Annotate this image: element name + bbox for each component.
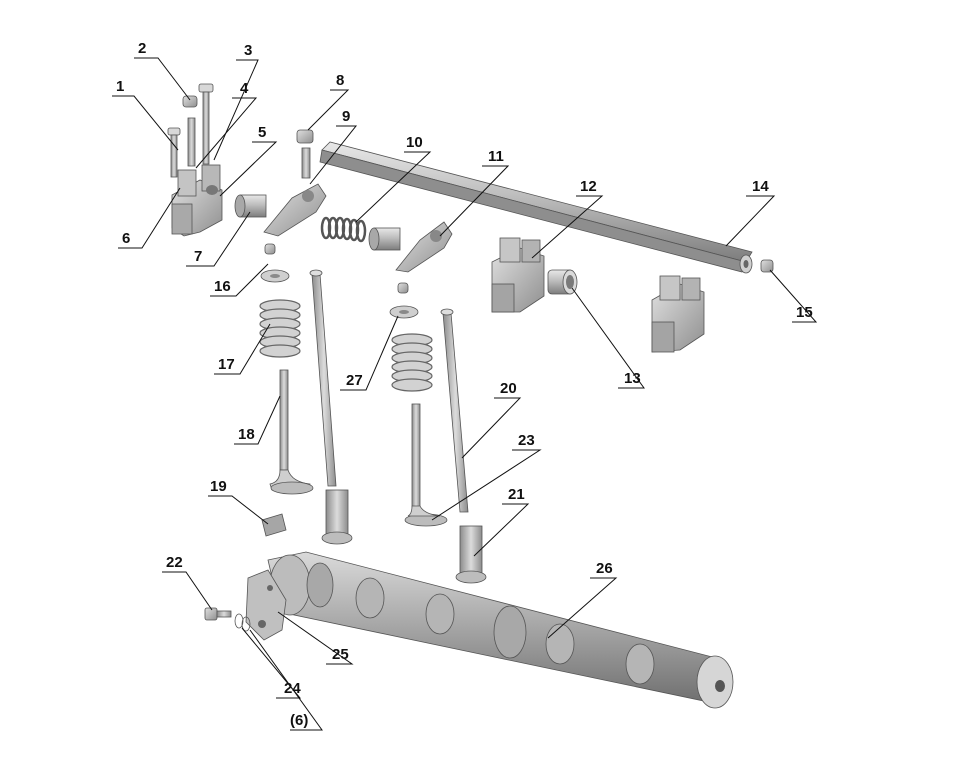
spring-10 bbox=[320, 216, 367, 243]
tappet-left bbox=[321, 489, 353, 545]
rocker-support-right bbox=[651, 275, 705, 353]
callout-15: 15 bbox=[796, 304, 813, 321]
valve-23 bbox=[404, 403, 448, 527]
callout-18: 18 bbox=[238, 426, 255, 443]
callout-14: 14 bbox=[752, 178, 769, 195]
callout-6b: (6) bbox=[290, 712, 308, 729]
bushing-7 bbox=[234, 194, 267, 218]
valve-spring-right bbox=[391, 333, 433, 392]
callout-27: 27 bbox=[346, 372, 363, 389]
camshaft bbox=[267, 551, 734, 709]
callout-8: 8 bbox=[336, 72, 344, 89]
shaft-plug bbox=[760, 259, 774, 273]
rocker-support-left bbox=[171, 164, 223, 237]
callout-23: 23 bbox=[518, 432, 535, 449]
callout-25: 25 bbox=[332, 646, 349, 663]
callout-26: 26 bbox=[596, 560, 613, 577]
bushing-13 bbox=[547, 269, 578, 295]
callout-19: 19 bbox=[210, 478, 227, 495]
adjuster-nut-8 bbox=[296, 129, 314, 144]
nut-2 bbox=[182, 95, 198, 108]
callout-16: 16 bbox=[214, 278, 231, 295]
callout-10: 10 bbox=[406, 134, 423, 151]
bolt-1 bbox=[167, 127, 181, 178]
valve-18 bbox=[269, 369, 314, 495]
callout-21: 21 bbox=[508, 486, 525, 503]
adjuster-screw-9 bbox=[301, 147, 311, 179]
rocker-arm-left bbox=[263, 183, 327, 237]
thrust-plate-25 bbox=[245, 569, 287, 641]
callout-6: 6 bbox=[122, 230, 130, 247]
valve-spring-17 bbox=[259, 299, 301, 358]
retainer-27 bbox=[389, 305, 419, 319]
rocker-support-12 bbox=[491, 237, 545, 313]
callout-12: 12 bbox=[580, 178, 597, 195]
valve-cotter-27 bbox=[397, 282, 409, 294]
rocker-arm-right bbox=[395, 221, 453, 273]
callout-22: 22 bbox=[166, 554, 183, 571]
rocker-shaft bbox=[319, 141, 753, 274]
bolt-3 bbox=[198, 83, 214, 165]
callout-1: 1 bbox=[116, 78, 124, 95]
callout-20: 20 bbox=[500, 380, 517, 397]
callout-2: 2 bbox=[138, 40, 146, 57]
key-19 bbox=[261, 513, 287, 537]
callout-13: 13 bbox=[624, 370, 641, 387]
washer-24 bbox=[234, 613, 251, 632]
retainer-16 bbox=[260, 269, 290, 283]
callout-9: 9 bbox=[342, 108, 350, 125]
dowel-4 bbox=[187, 117, 196, 167]
pushrod-20 bbox=[440, 308, 469, 513]
callout-17: 17 bbox=[218, 356, 235, 373]
callout-5: 5 bbox=[258, 124, 266, 141]
callout-3: 3 bbox=[244, 42, 252, 59]
valve-cotter-16 bbox=[264, 243, 276, 255]
callout-11: 11 bbox=[488, 148, 504, 165]
callouts: 1 2 3 4 5 6 7 8 9 10 11 12 13 bbox=[112, 40, 818, 731]
callout-4: 4 bbox=[240, 80, 249, 97]
tappet-21 bbox=[455, 525, 487, 584]
bolt-22 bbox=[204, 607, 232, 621]
pushrod-left bbox=[309, 269, 337, 487]
bushing-center bbox=[368, 227, 401, 251]
callout-7: 7 bbox=[194, 248, 202, 265]
